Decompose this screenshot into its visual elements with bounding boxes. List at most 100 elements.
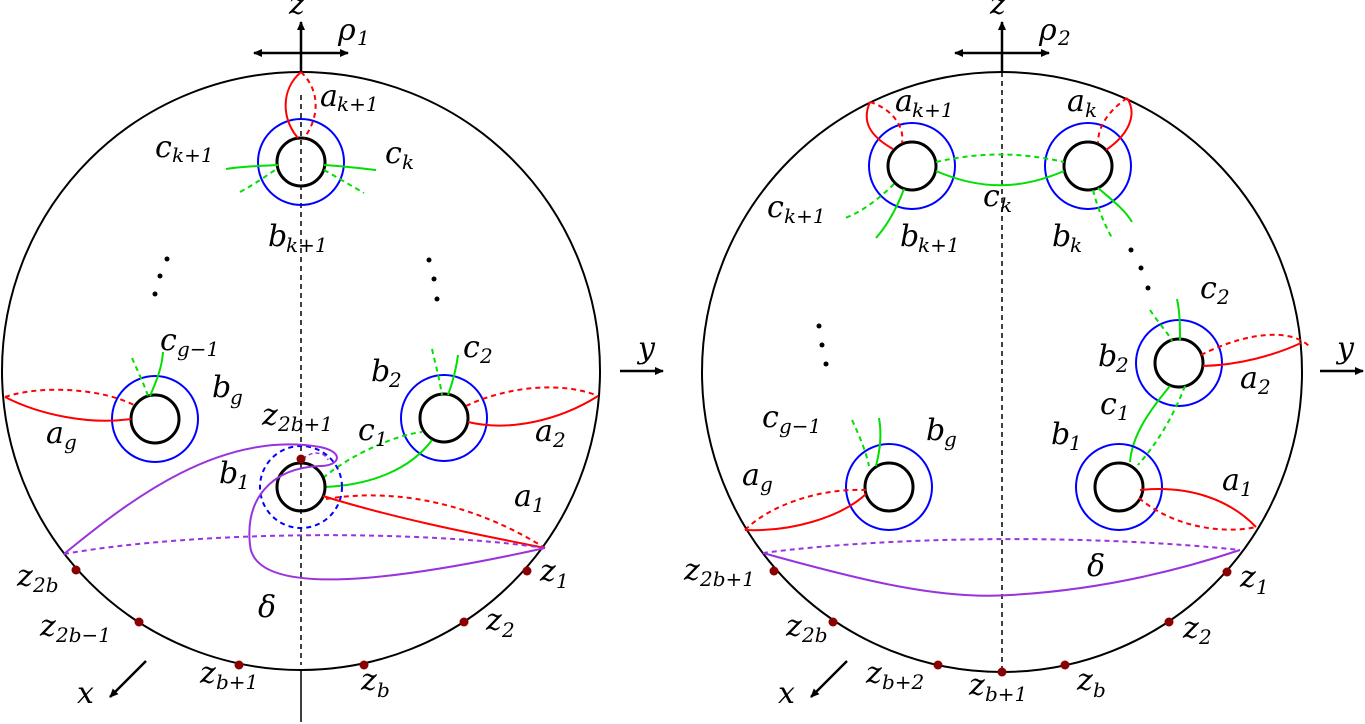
- right-c-k-down-curve-dashed: [1092, 189, 1114, 241]
- svg-text:k+1: k+1: [912, 98, 954, 122]
- left-c-k-curve-dashed: [323, 169, 365, 194]
- left-c-1-curve-dashed: [322, 431, 423, 479]
- svg-text:b+1: b+1: [216, 670, 258, 694]
- svg-text:k+1: k+1: [172, 143, 214, 167]
- svg-text:2: 2: [1057, 26, 1071, 50]
- svg-text:2: 2: [1115, 353, 1129, 377]
- right-c-1-curve: [1129, 385, 1171, 463]
- svg-text:c: c: [463, 330, 480, 365]
- right-ellipsis-top: [1128, 247, 1151, 291]
- svg-text:c: c: [767, 190, 784, 225]
- svg-text:z: z: [1076, 663, 1093, 698]
- left-point-z2b1: [296, 454, 306, 464]
- svg-text:k+1: k+1: [337, 92, 379, 116]
- left-point-z2: [459, 617, 469, 627]
- left-b-1-curve: [259, 445, 343, 529]
- left-b-g-curve: [111, 375, 199, 463]
- left-b-2-curve: [400, 374, 488, 462]
- svg-text:ρ: ρ: [1038, 13, 1057, 48]
- svg-text:g−1: g−1: [779, 414, 821, 438]
- left-hole-2: [418, 392, 470, 444]
- right-b-2-label: b2: [1098, 339, 1129, 377]
- svg-text:1: 1: [1117, 401, 1130, 425]
- svg-text:k: k: [402, 150, 414, 174]
- svg-text:z: z: [539, 554, 556, 589]
- svg-text:c: c: [1100, 387, 1117, 422]
- svg-text:2: 2: [552, 428, 566, 452]
- left-delta-loop-dashed: [302, 452, 329, 461]
- right-a-k-curve-dashed: [1097, 97, 1128, 144]
- svg-text:b: b: [219, 456, 238, 491]
- right-b-1-curve: [1075, 443, 1163, 531]
- svg-text:g: g: [760, 472, 773, 496]
- right-c-2-curve: [1176, 298, 1181, 341]
- svg-text:z: z: [785, 609, 802, 644]
- svg-text:k+1: k+1: [286, 233, 328, 257]
- svg-text:b: b: [926, 413, 945, 448]
- right-a-1-curve-dashed: [1138, 497, 1257, 531]
- svg-text:c: c: [155, 130, 172, 165]
- right-point-zb2: [933, 660, 943, 670]
- right-hole-2: [1153, 337, 1205, 389]
- svg-text:1: 1: [357, 26, 370, 50]
- right-point-z1: [1222, 567, 1232, 577]
- svg-text:2: 2: [501, 618, 515, 642]
- right-y-axis-label: y: [1335, 331, 1355, 366]
- svg-text:ρ: ρ: [337, 13, 356, 48]
- svg-text:z: z: [1239, 560, 1256, 595]
- left-b-k1-label: bk+1: [268, 219, 328, 257]
- right-hole-1: [1093, 461, 1145, 513]
- left-delta-label: δ: [258, 590, 276, 625]
- right-b-1-label: b1: [1051, 417, 1082, 455]
- right-hole-k: [1062, 140, 1114, 192]
- svg-text:2b: 2b: [32, 573, 59, 597]
- left-a-1-curve-dashed: [325, 494, 546, 549]
- right-c-1-curve-dashed: [1137, 385, 1186, 466]
- right-point-z2b: [828, 617, 838, 627]
- right-a-g-curve-dashed: [744, 488, 867, 531]
- left-c-g1-curve: [149, 351, 164, 397]
- right-b-k1-curve: [868, 122, 956, 210]
- svg-text:z: z: [485, 603, 502, 638]
- left-delta-curve-dashed: [63, 534, 546, 555]
- right-c-g1-curve-dashed: [851, 419, 870, 467]
- left-point-z2bm1: [134, 617, 144, 627]
- left-b-g-label: bg: [212, 370, 243, 409]
- svg-text:g: g: [944, 427, 957, 451]
- svg-text:2: 2: [1257, 375, 1271, 399]
- svg-text:1: 1: [1240, 477, 1253, 501]
- right-a-2-curve: [1202, 342, 1302, 367]
- svg-text:1: 1: [556, 569, 569, 593]
- left-hole-k1: [275, 136, 327, 188]
- svg-text:a: a: [742, 458, 760, 493]
- left-a-g-curve: [4, 396, 132, 422]
- right-c-k-curve: [935, 170, 1065, 187]
- right-b-k-label: bk: [1052, 219, 1082, 257]
- svg-text:a: a: [320, 79, 338, 114]
- svg-text:k+1: k+1: [918, 233, 960, 257]
- svg-text:δ: δ: [1087, 549, 1105, 584]
- left-a-2-curve: [467, 395, 599, 427]
- left-b-2-label: b2: [371, 354, 402, 392]
- svg-text:a: a: [1240, 361, 1258, 396]
- left-point-zb: [359, 660, 369, 670]
